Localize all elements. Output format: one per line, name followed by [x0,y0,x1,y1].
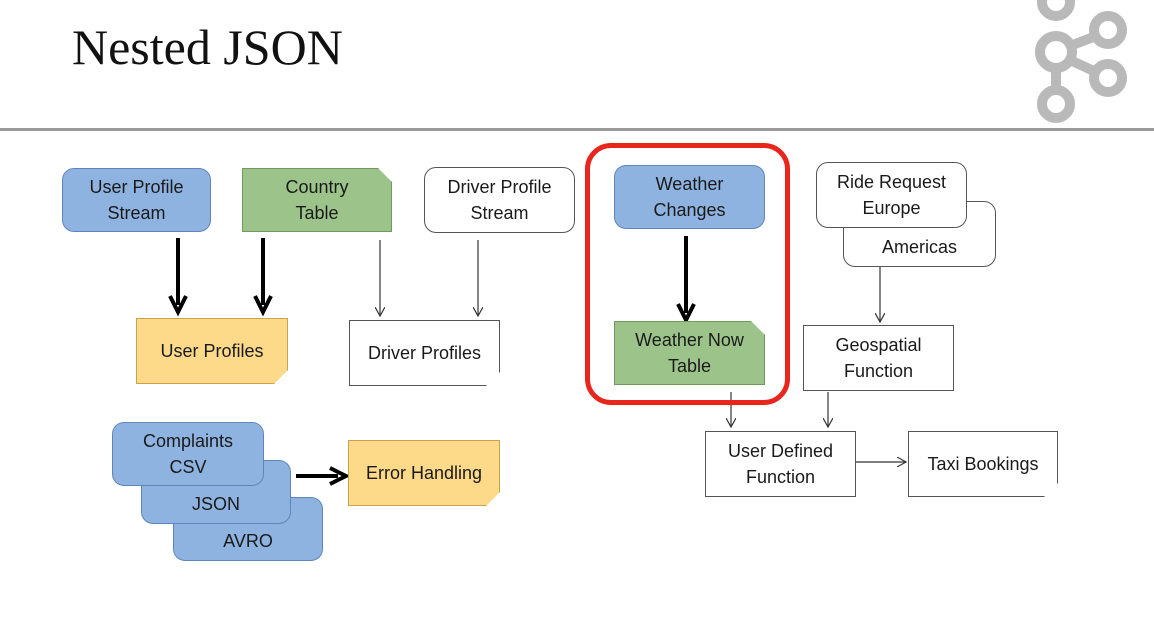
node-label: Weather Changes [653,174,726,220]
weather-now-table-node: Weather Now Table [614,321,765,385]
driver-profiles-node: Driver Profiles [349,320,500,386]
driver-profile-stream-node: Driver Profile Stream [424,167,575,233]
geospatial-function-node: Geospatial Function [803,325,954,391]
node-label: Driver Profile Stream [447,177,552,223]
node-label: User Profile Stream [89,177,184,223]
node-label: Error Handling [365,463,483,483]
title-divider [0,128,1154,131]
node-label: Weather Now Table [635,330,744,376]
user-profile-stream-node: User Profile Stream [62,168,211,232]
user-defined-function-node: User Defined Function [705,431,856,497]
node-label: Taxi Bookings [927,454,1039,474]
ride-request-europe-node: Ride Request Europe [816,162,967,228]
error-handling-node: Error Handling [348,440,500,506]
node-label: AVRO [223,531,273,551]
node-label: Driver Profiles [367,343,482,363]
node-label: User Profiles [160,341,264,361]
node-label: Complaints CSV [142,431,234,477]
node-label: User Defined Function [727,441,834,487]
complaints-csv-node: Complaints CSV [112,422,264,486]
node-label: Ride Request Europe [836,172,947,218]
node-label: Americas [881,237,957,257]
country-table-node: Country Table [242,168,392,232]
weather-changes-node: Weather Changes [614,165,765,229]
node-label: JSON [191,494,240,514]
user-profiles-node: User Profiles [136,318,288,384]
taxi-bookings-node: Taxi Bookings [908,431,1058,497]
page-title: Nested JSON [72,19,343,75]
node-label: Country Table [285,177,349,223]
highlight-outline [585,143,790,405]
node-label: Geospatial Function [835,335,922,381]
logo-icon [1035,0,1127,123]
